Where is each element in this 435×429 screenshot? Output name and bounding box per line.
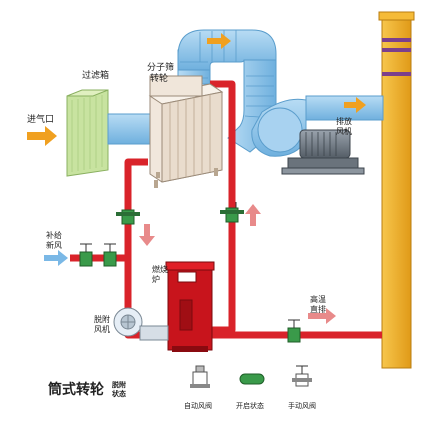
chimney-band [382,72,411,76]
desorb-fan-label-line2: 风机 [94,324,110,334]
burner-label-line1: 燃烧 [152,264,168,274]
legend: 自动风阀 开启状态 手动风阀 [184,365,316,410]
chimney-band [382,48,411,52]
caption: 筒式转轮 脱附 状态 [48,380,126,398]
caption-main: 筒式转轮 [48,381,104,398]
hot-air-label-line1: 高温 [310,294,326,304]
molecular-sieve-rotor [148,75,224,188]
valve-right-riser [220,202,244,223]
rotor-label-line2: 转轮 [150,72,168,84]
valve-bottom-main [287,319,301,343]
flow-arrows [27,33,366,324]
valve-makeup-2 [103,243,117,267]
inlet-arrow [27,126,57,146]
legend-label-auto-damper: 自动风阀 [184,401,212,410]
exhaust-fan-label-line1: 排放 [336,116,352,126]
up-arrow [245,204,261,226]
labels: 过滤箱 进气口 分子筛 转轮 排放 风机 补给 新风 燃烧 炉 高温 直排 脱附… [27,61,352,334]
valve-left-riser [116,209,140,225]
makeup-arrow [44,250,68,266]
filter-box-label: 过滤箱 [82,69,109,81]
burner [165,261,215,352]
manual-damper-icon [292,365,312,387]
caption-sub-line1: 脱附 [112,380,126,389]
chimney [378,11,415,369]
duct-arrow-top [207,33,231,49]
chimney-band [382,38,411,42]
burner-label-line2: 炉 [152,274,160,284]
valve-makeup-1 [79,243,93,267]
legend-label-manual-damper: 手动风阀 [288,401,316,410]
open-state-icon [239,373,265,385]
filter-box [66,89,151,177]
makeup-air-label-line2: 新风 [46,240,62,250]
desorb-fan [113,307,169,341]
hot-exhaust-arrow [308,308,336,324]
rotor-label-line1: 分子筛 [147,61,174,73]
exhaust-fan [251,98,365,175]
legend-label-open-state: 开启状态 [236,401,264,410]
inlet-label: 进气口 [27,113,54,125]
exhaust-fan-label-line2: 风机 [336,126,352,136]
auto-damper-icon [190,365,210,388]
down-arrow [139,224,155,246]
hot-air-label-line2: 直排 [310,304,326,314]
damper-valves [79,202,301,343]
desorb-fan-label-line1: 脱附 [94,314,110,324]
caption-sub-line2: 状态 [112,389,126,398]
makeup-air-label-line1: 补给 [46,230,62,240]
duct-arrow-fan-out [344,97,366,113]
